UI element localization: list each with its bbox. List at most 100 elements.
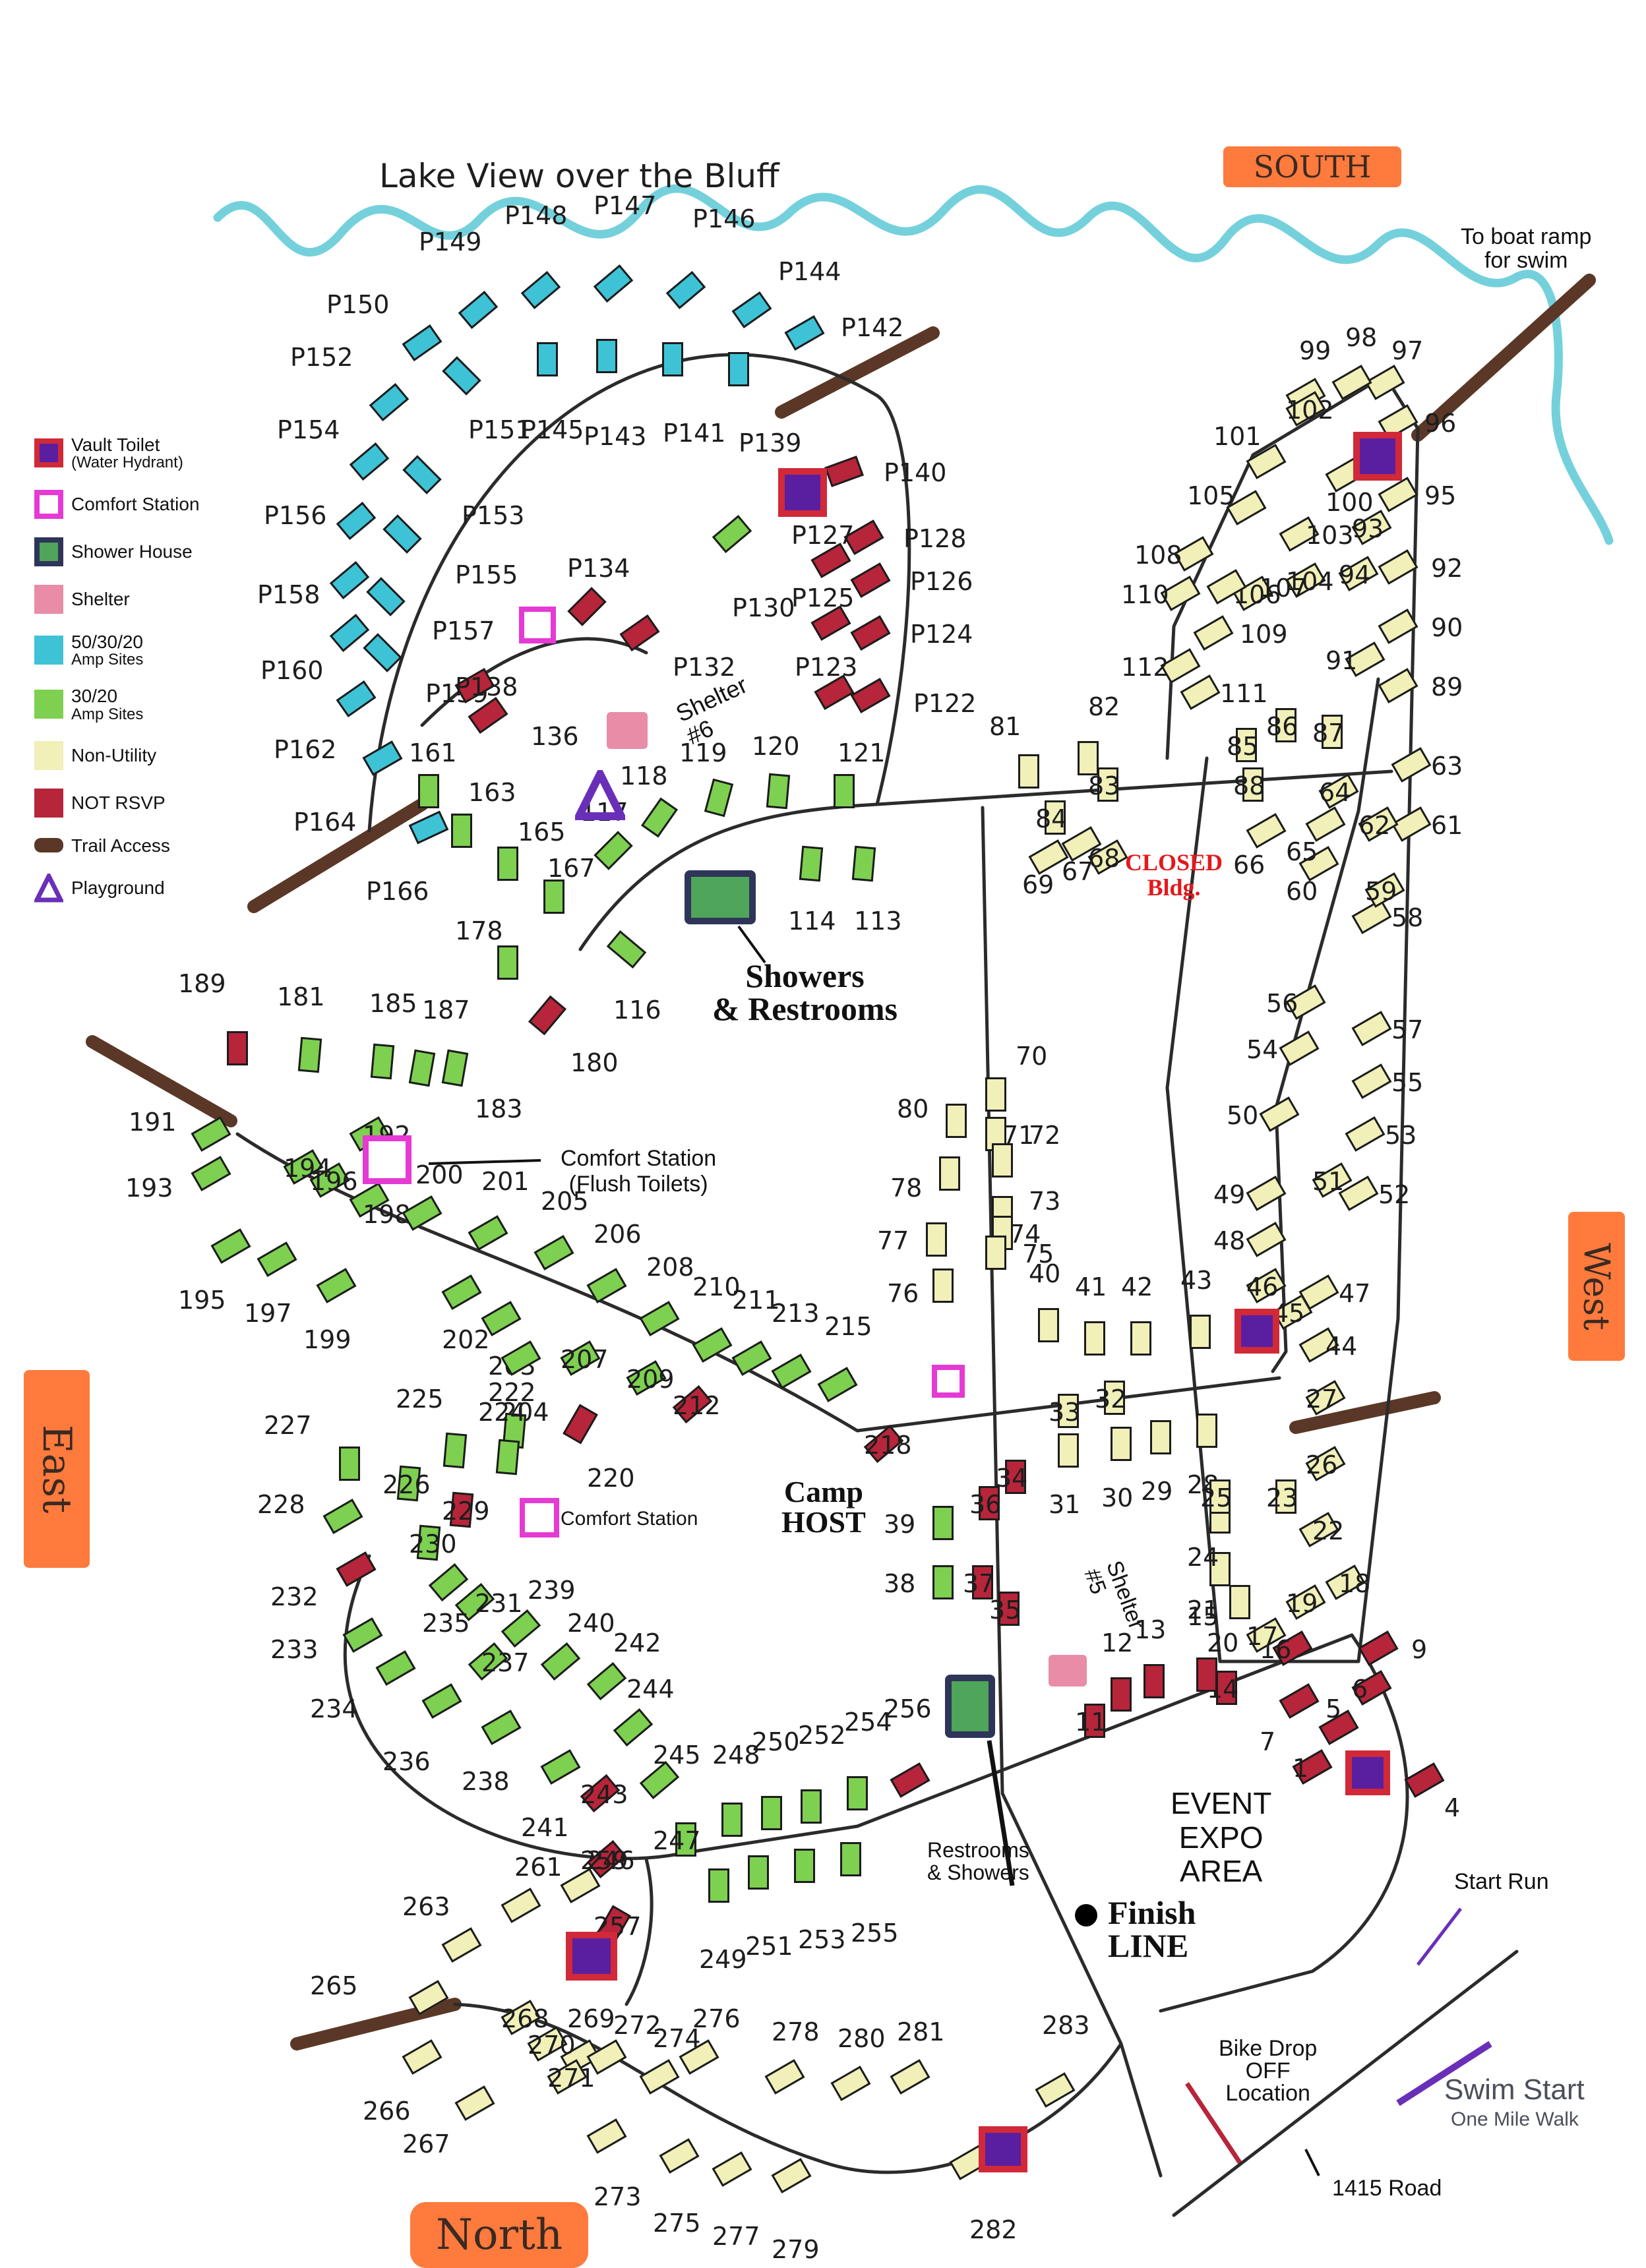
campsite-pad[interactable] [497, 847, 518, 881]
campsite-pad[interactable] [761, 1796, 782, 1830]
campsite-pad[interactable] [497, 945, 518, 980]
campsite-number: 215 [824, 1312, 872, 1341]
trail-access-north [290, 1998, 462, 2050]
campsite-number: 64 [1319, 778, 1351, 807]
campsite-number: 21 [1187, 1596, 1219, 1625]
campsite-pad[interactable] [926, 1222, 947, 1257]
campsite-pad[interactable] [339, 1447, 360, 1481]
campsite-pad[interactable] [1229, 1585, 1250, 1619]
campsite-number: 50 [1227, 1101, 1259, 1130]
campsite-pad[interactable] [1078, 741, 1099, 775]
campsite-pad[interactable] [932, 1268, 954, 1303]
campsite-pad[interactable] [418, 774, 439, 808]
campsite-number: 280 [838, 2024, 886, 2053]
campsite-number: P150 [326, 290, 390, 319]
campsite-number: 52 [1378, 1180, 1411, 1209]
vault-toilet-north-2[interactable] [979, 2126, 1027, 2172]
campsite-pad[interactable] [1084, 1321, 1105, 1356]
campsite-pad[interactable] [297, 1036, 322, 1073]
campsite-pad[interactable] [766, 773, 791, 810]
campsite-pad[interactable] [662, 342, 683, 376]
campsite-pad[interactable] [596, 339, 617, 373]
comfort-station-flush[interactable] [363, 1135, 412, 1184]
trail-access-icon [34, 838, 63, 853]
campsite-pad[interactable] [1130, 1321, 1151, 1356]
campsite-number: P128 [903, 524, 967, 553]
campsite-pad[interactable] [1111, 1677, 1132, 1712]
campsite-number: 93 [1352, 514, 1384, 543]
campsite-pad[interactable] [932, 1565, 954, 1599]
campsite-number: P127 [791, 521, 855, 550]
campsite-number: 92 [1431, 554, 1463, 583]
campsite-pad[interactable] [1143, 1664, 1165, 1698]
campsite-number: P154 [277, 415, 340, 444]
campsite-pad[interactable] [227, 1031, 248, 1065]
campsite-pad[interactable] [946, 1104, 967, 1138]
campsite-number: 229 [442, 1497, 490, 1526]
campsite-pad[interactable] [847, 1776, 868, 1810]
campsite-number: 210 [692, 1272, 741, 1301]
shower-house-lower[interactable] [945, 1675, 995, 1738]
vault-toilet-west[interactable] [1234, 1309, 1279, 1354]
campsite-pad[interactable] [939, 1156, 960, 1191]
campsite-number: 72 [1029, 1121, 1061, 1150]
campsite-number: 88 [1233, 771, 1265, 800]
campsite-pad[interactable] [748, 1855, 769, 1890]
direction-west: West [1568, 1212, 1625, 1361]
comfort-station-central[interactable] [932, 1365, 965, 1398]
playground-icon[interactable] [575, 770, 625, 820]
campsite-pad[interactable] [708, 1868, 729, 1903]
campsite-pad[interactable] [1038, 1308, 1059, 1342]
campsite-number: 267 [402, 2130, 450, 2159]
campsite-pad[interactable] [1111, 1427, 1132, 1461]
campsite-pad[interactable] [728, 352, 749, 386]
road-1415-label: 1415 Road [1332, 2176, 1442, 2201]
campsite-pad[interactable] [840, 1842, 861, 1876]
campsite-pad[interactable] [851, 845, 876, 882]
campsite-pad[interactable] [985, 1077, 1006, 1112]
campsite-pad[interactable] [1196, 1414, 1217, 1448]
campsite-pad[interactable] [1058, 1433, 1079, 1468]
campsite-pad[interactable] [1190, 1315, 1211, 1349]
campsite-pad[interactable] [495, 1439, 520, 1476]
campsite-pad[interactable] [721, 1803, 743, 1837]
campsite-pad[interactable] [1018, 754, 1039, 789]
vault-toilet-north[interactable] [566, 1932, 617, 1981]
campsite-pad[interactable] [932, 1506, 954, 1540]
shower-house-icon [34, 537, 63, 566]
shelter-6-icon[interactable] [607, 712, 648, 749]
vault-toilet-upper[interactable] [778, 468, 827, 517]
campsite-pad[interactable] [992, 1143, 1013, 1178]
campsite-number: 277 [712, 2222, 760, 2251]
campsite-number: 112 [1121, 653, 1169, 682]
campsite-pad[interactable] [370, 1043, 395, 1080]
campsite-pad[interactable] [543, 880, 564, 914]
campsite-pad[interactable] [537, 342, 558, 376]
campsite-number: P124 [910, 620, 973, 649]
shower-house-upper[interactable] [685, 870, 756, 924]
campsite-pad[interactable] [1150, 1420, 1171, 1454]
shelter-5-icon[interactable] [1049, 1655, 1087, 1686]
campsite-number: 249 [699, 1945, 747, 1974]
comfort-station-north[interactable] [519, 607, 556, 643]
legend-label: Trail Access [71, 835, 170, 856]
campsite-pad[interactable] [442, 1432, 468, 1469]
campsite-number: 32 [1095, 1385, 1127, 1414]
campsite-number: 67 [1062, 857, 1094, 886]
vault-toilet-south[interactable] [1353, 432, 1402, 481]
campsite-pad[interactable] [834, 774, 855, 808]
campsite-pad[interactable] [801, 1789, 822, 1824]
campsite-pad[interactable] [451, 814, 472, 848]
campsite-number: P145 [521, 415, 584, 444]
legend-not-rsvp: NOT RSVP [34, 788, 252, 818]
comfort-station-east[interactable] [520, 1498, 559, 1537]
vault-toilet-expo[interactable] [1345, 1750, 1390, 1795]
campsite-number: 256 [884, 1694, 932, 1723]
lake-shoreline [213, 184, 1614, 545]
campsite-pad[interactable] [1196, 1657, 1217, 1692]
campsite-pad[interactable] [794, 1849, 815, 1883]
campsite-number: 230 [409, 1530, 457, 1559]
campsite-pad[interactable] [799, 845, 824, 882]
campsite-pad[interactable] [985, 1236, 1006, 1270]
